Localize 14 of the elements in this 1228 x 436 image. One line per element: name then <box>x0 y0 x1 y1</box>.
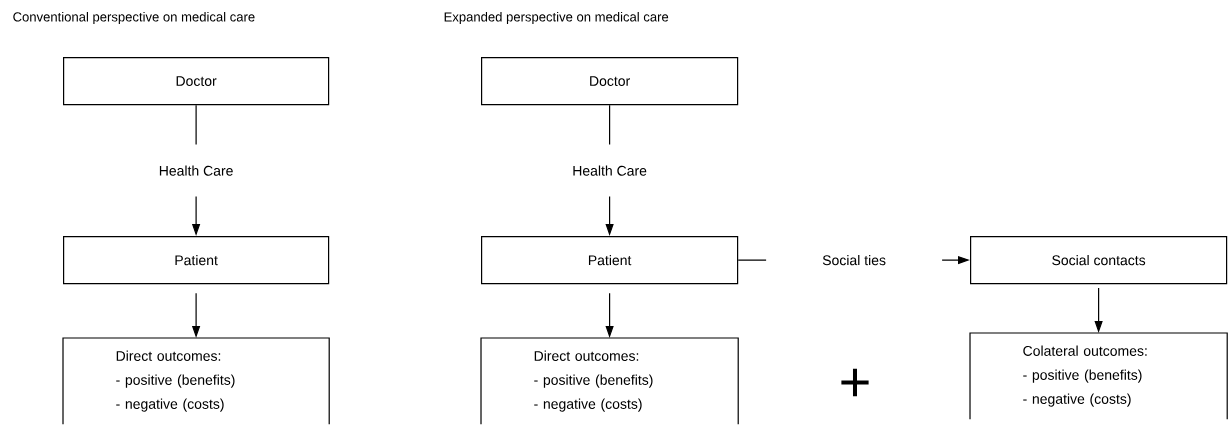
plus-sign: + <box>841 368 869 397</box>
panel-title: Conventional perspective on medical care <box>13 11 255 25</box>
process-box: Doctor <box>63 57 330 106</box>
outcome-box: Direct outcomes: - positive (benefits) - negative (costs) <box>480 337 739 425</box>
process-box: Doctor <box>481 57 739 106</box>
edge-label: Social ties <box>766 250 943 270</box>
edge-label: Health Care <box>153 144 239 197</box>
edge-label: Health Care <box>566 144 653 197</box>
process-box: Patient <box>481 236 739 285</box>
process-box: Social contacts <box>970 236 1228 285</box>
outcome-box: Colateral outcomes: - positive (benefits) - negative (costs) <box>969 332 1228 420</box>
outcome-box: Direct outcomes: - positive (benefits) - negative (costs) <box>62 337 330 425</box>
panel-title: Expanded perspective on medical care <box>444 11 669 25</box>
process-box: Patient <box>63 236 330 285</box>
